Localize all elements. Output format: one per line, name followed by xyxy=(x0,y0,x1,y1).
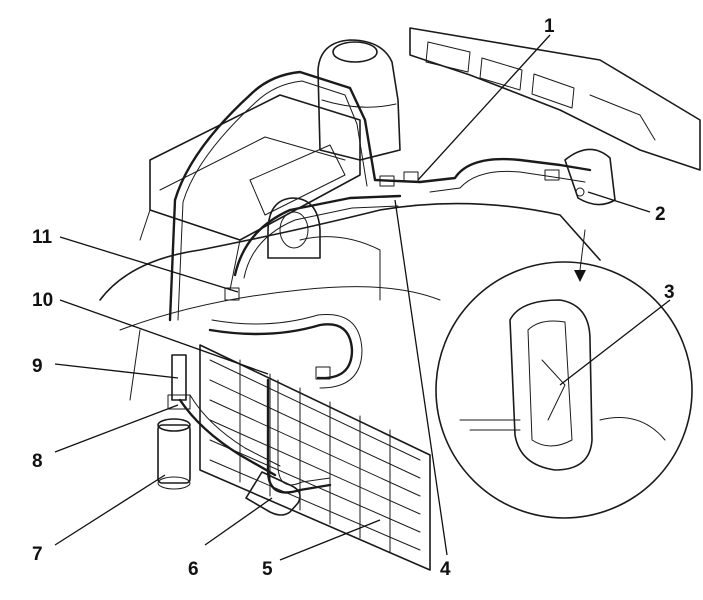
ac-line-lower xyxy=(208,313,363,494)
callout-11: 11 xyxy=(32,227,53,248)
callout-1: 1 xyxy=(544,16,555,37)
callout-10: 10 xyxy=(32,290,53,311)
callout-3: 3 xyxy=(664,282,675,303)
callout-8: 8 xyxy=(32,451,43,472)
strut-mount xyxy=(267,197,321,259)
inner-wing-panel xyxy=(99,202,601,401)
callout-5: 5 xyxy=(262,559,273,580)
pressure-switch xyxy=(167,354,191,410)
ac-line-to-evaporator xyxy=(418,157,592,193)
callout-4: 4 xyxy=(440,559,451,580)
ac-line-receiver xyxy=(178,394,281,477)
receiver-drier xyxy=(157,418,191,490)
bulkhead-panel xyxy=(409,27,701,171)
callout-labels: 1 2 3 4 5 6 7 8 9 10 11 xyxy=(32,16,675,580)
ac-line-middle xyxy=(233,194,402,279)
detail-inset xyxy=(435,229,693,519)
condenser xyxy=(199,344,431,571)
muffler xyxy=(245,471,301,516)
callout-6: 6 xyxy=(188,559,199,580)
air-filter-housing xyxy=(139,94,361,291)
arrow-icon xyxy=(574,270,586,282)
callout-9: 9 xyxy=(32,356,43,377)
evaporator-connection xyxy=(564,148,616,206)
coolant-reservoir xyxy=(317,39,401,161)
leader-lines xyxy=(54,34,671,561)
callout-7: 7 xyxy=(32,544,43,565)
connector-fittings xyxy=(224,169,560,380)
ac-line-upper xyxy=(168,70,422,322)
callout-2: 2 xyxy=(655,204,666,225)
